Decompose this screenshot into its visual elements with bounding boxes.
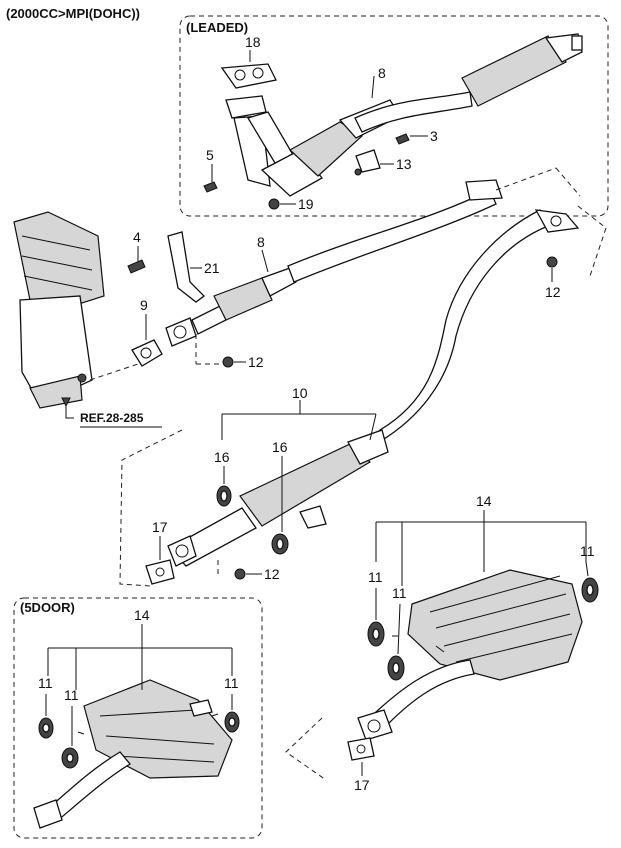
hanger-11a-part xyxy=(367,621,385,647)
callout-8-leaded: 8 xyxy=(378,65,386,81)
callout-12a: 12 xyxy=(248,354,264,370)
rear-muffler-14-5door-part xyxy=(33,679,233,829)
callout-11b: 11 xyxy=(392,585,407,601)
hanger-bracket-part xyxy=(299,505,327,529)
ref-label: REF.28-285 xyxy=(80,411,144,425)
callout-12c: 12 xyxy=(264,566,280,582)
nut-12b-part: 12 xyxy=(545,256,561,300)
callout-16b: 16 xyxy=(272,439,288,455)
rear-muffler-14-part xyxy=(357,569,583,741)
bracket-21-part: 21 xyxy=(167,231,220,303)
gasket-17b-part: 17 xyxy=(347,737,375,793)
gasket-9-part: 9 xyxy=(131,297,163,367)
callout-13: 13 xyxy=(396,156,412,172)
callout-8-main: 8 xyxy=(257,234,265,250)
callout-10-leader xyxy=(221,400,377,441)
callout-9: 9 xyxy=(140,297,148,313)
callout-11-5door-a: 11 xyxy=(38,675,53,691)
gasket-17a-part: 17 xyxy=(145,519,175,585)
callout-17b: 17 xyxy=(354,777,370,793)
five-door-box-title: (5DOOR) xyxy=(20,600,75,615)
catalytic-pipe-8-leaded-part xyxy=(354,33,583,133)
callout-12b: 12 xyxy=(545,284,561,300)
ref-leader xyxy=(65,404,74,419)
bolt-3-part xyxy=(395,133,410,145)
callout-14-main-leader xyxy=(375,510,587,586)
leaded-variant-box: (LEADED) xyxy=(179,15,609,217)
callout-3: 3 xyxy=(430,128,438,144)
five-door-variant-box: (5DOOR) 14 11 11 11 xyxy=(13,597,263,839)
hanger-16b-part: 16 xyxy=(271,439,289,555)
callout-14-main: 14 xyxy=(476,493,492,509)
callout-17a: 17 xyxy=(152,519,168,535)
bracket-13-part xyxy=(354,149,381,176)
bolt-5-part xyxy=(203,181,218,193)
nut-19-part xyxy=(268,198,280,210)
hanger-hooks xyxy=(77,635,445,735)
callout-16a: 16 xyxy=(214,449,230,465)
leaded-box-title: (LEADED) xyxy=(186,20,248,35)
center-pipe-10-part xyxy=(167,209,580,567)
callout-11a: 11 xyxy=(368,569,383,585)
callout-21: 21 xyxy=(204,260,220,276)
callout-14-5door: 14 xyxy=(134,607,150,623)
dashed-guide-rear xyxy=(285,717,327,781)
hanger-5door-11a-part xyxy=(38,717,54,739)
catalytic-pipe-8-part: 8 xyxy=(165,179,503,347)
nut-12c-part: 12 xyxy=(234,566,280,582)
nut-12a-part: 12 xyxy=(222,354,264,370)
callout-4: 4 xyxy=(133,229,141,245)
gasket-18-part xyxy=(220,63,277,89)
hanger-16a-part: 16 xyxy=(214,449,232,507)
hanger-11c-part xyxy=(581,577,599,603)
callout-18: 18 xyxy=(245,34,261,50)
callout-11-5door-c: 11 xyxy=(224,675,239,691)
callout-5: 5 xyxy=(206,147,214,163)
dashed-guide-center xyxy=(119,429,183,587)
hanger-11b-part xyxy=(387,655,405,681)
diagram-title: (2000CC>MPI(DOHC)) xyxy=(6,6,140,21)
hanger-5door-11c-part xyxy=(224,711,240,733)
ref-arrow xyxy=(61,397,71,408)
callout-11c: 11 xyxy=(580,543,595,559)
callout-10: 10 xyxy=(292,385,308,401)
hanger-5door-11b-part xyxy=(61,747,79,769)
callout-11-5door-b: 11 xyxy=(64,687,79,703)
callout-14-5door-leader xyxy=(47,624,233,690)
exhaust-manifold-part xyxy=(13,211,105,409)
callout-19: 19 xyxy=(298,196,314,212)
bolt-4-part: 4 xyxy=(127,229,146,274)
